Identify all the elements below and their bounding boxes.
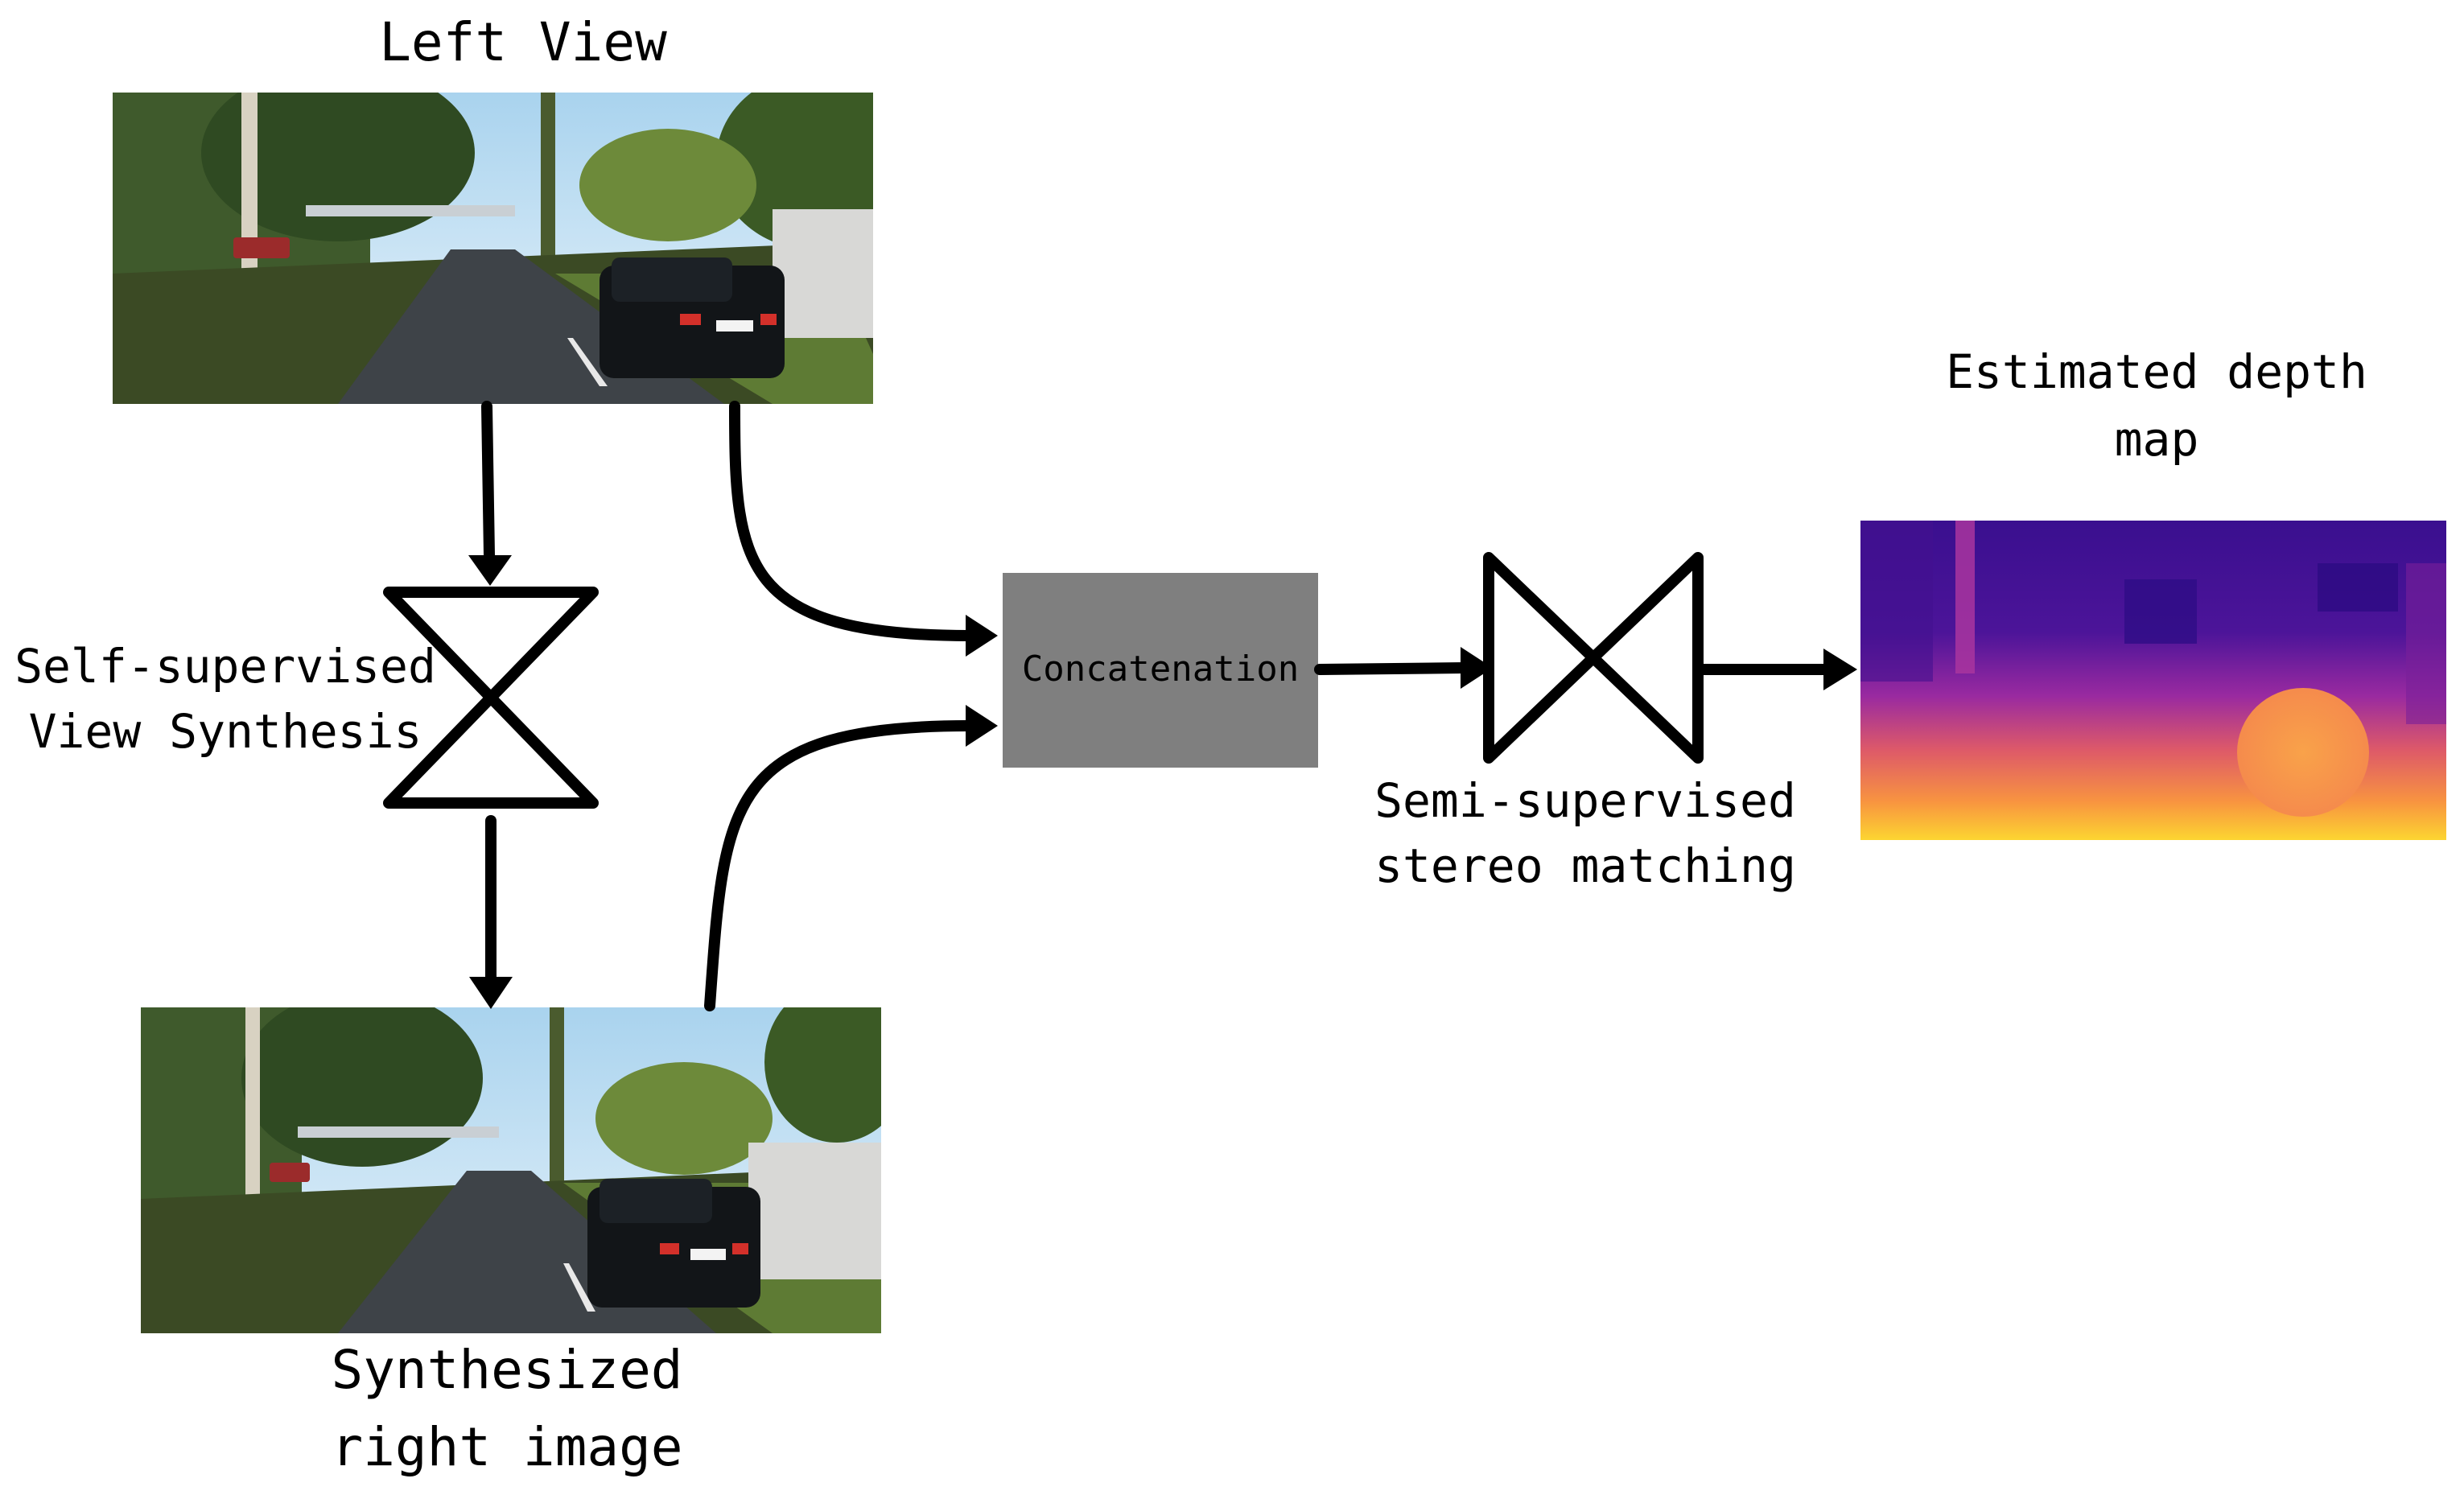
arrowhead (966, 705, 998, 747)
arrowhead (469, 977, 513, 1009)
arrowhead (1823, 649, 1857, 690)
arrow-right-to-concat (704, 720, 975, 1011)
left-view-title: Left View (379, 11, 667, 73)
depth-map-image (1860, 521, 2446, 840)
concatenation-label: Concatenation (1021, 649, 1300, 690)
synthesized-right-title: Synthesized right image (331, 1339, 683, 1478)
arrow-left-to-synthesis (481, 401, 495, 561)
arrowhead (468, 555, 512, 586)
arrow-left-to-concat (729, 401, 975, 641)
bowtie-bottleneck-icon (1483, 552, 1704, 764)
synthesized-right-image (141, 1007, 881, 1333)
stereo-matching-label: Semi-supervised stereo matching (1374, 773, 1796, 894)
hourglass-bottleneck-icon (383, 587, 599, 809)
view-synthesis-label: Self-supervised View Synthesis (14, 639, 436, 760)
concatenation-box (1003, 573, 1318, 768)
arrowhead (1461, 647, 1493, 689)
left-view-image (113, 93, 873, 404)
depth-map-title: Estimated depth map (1946, 344, 2367, 467)
arrowhead (966, 615, 998, 657)
arrow-concat-to-matching (1314, 662, 1470, 675)
